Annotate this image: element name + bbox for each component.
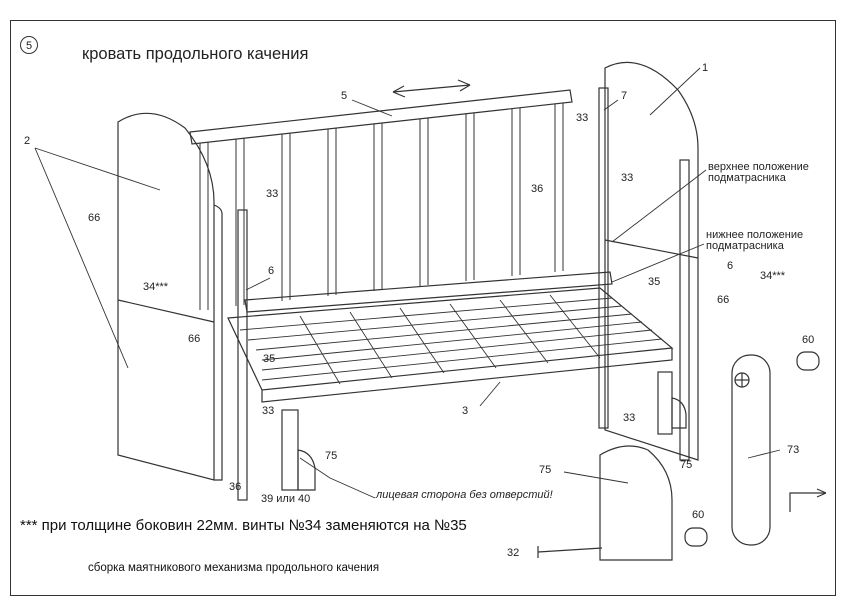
- leader-lines: [34, 67, 781, 499]
- part-label-66b: 66: [188, 333, 201, 345]
- part-label-32: 32: [507, 547, 520, 559]
- part-label-75b: 75: [325, 450, 338, 462]
- step-number-badge: 5: [20, 36, 38, 54]
- part-label-60b: 60: [692, 509, 705, 521]
- part-label-75c: 75: [539, 464, 552, 476]
- part-label-60a: 60: [802, 334, 815, 346]
- part-label-36b: 36: [229, 481, 242, 493]
- arm-arrow: [789, 492, 826, 512]
- front-post-right: [679, 159, 690, 461]
- rear-post-right: [598, 87, 609, 429]
- part-label-6b: 6: [727, 260, 734, 272]
- pendulum-arm-73: [731, 354, 771, 546]
- part-label-1: 1: [702, 62, 709, 74]
- part-label-39-40: 39 или 40: [261, 493, 311, 505]
- part-label-35a: 35: [648, 276, 661, 288]
- thickness-note: *** при толщине боковин 22мм. винты №34 …: [20, 517, 467, 534]
- pendulum-plate-75: [599, 445, 673, 561]
- part-label-33c: 33: [266, 188, 279, 200]
- bushing-60-bottom: [684, 527, 708, 547]
- bracket-75-small: [281, 409, 299, 491]
- mattress-slats: [239, 294, 663, 385]
- assembly-note: сборка маятникового механизма продольног…: [88, 562, 380, 574]
- part-label-33d: 33: [262, 405, 275, 417]
- swing-arrow: [392, 84, 471, 93]
- part-label-33a: 33: [576, 112, 589, 124]
- front-post-left: [237, 209, 248, 501]
- part-label-2: 2: [24, 135, 31, 147]
- part-label-66a: 66: [88, 212, 101, 224]
- part-label-75a: 75: [680, 459, 693, 471]
- face-side-note: лицевая сторона без отверстий!: [376, 489, 553, 501]
- part-label-34a: 34***: [143, 281, 169, 293]
- screw-32: [537, 546, 603, 558]
- back-bars: [199, 103, 564, 310]
- part-label-33b: 33: [621, 172, 634, 184]
- part-label-7: 7: [621, 90, 628, 102]
- part-label-34b: 34***: [760, 270, 786, 282]
- part-label-73: 73: [787, 444, 800, 456]
- diagram-frame: [10, 20, 836, 596]
- lower-position-label: нижнее положение подматрасника: [706, 229, 804, 252]
- bushing-60-top: [796, 351, 820, 371]
- part-label-66c: 66: [717, 294, 730, 306]
- upper-position-label: верхнее положение подматрасника: [708, 161, 809, 184]
- back-bottom-rail: [244, 271, 613, 313]
- part-label-6a: 6: [268, 265, 275, 277]
- part-label-5: 5: [341, 90, 348, 102]
- bracket-75-right: [657, 371, 673, 435]
- diagram-title: кровать продольного качения: [82, 45, 309, 63]
- left-end-panel-edge: [213, 204, 223, 481]
- part-label-33e: 33: [623, 412, 636, 424]
- part-label-3: 3: [462, 405, 469, 417]
- right-end-panel: [604, 61, 699, 461]
- part-label-36a: 36: [531, 183, 544, 195]
- part-label-35b: 35: [263, 353, 276, 365]
- back-top-rail: [189, 89, 573, 145]
